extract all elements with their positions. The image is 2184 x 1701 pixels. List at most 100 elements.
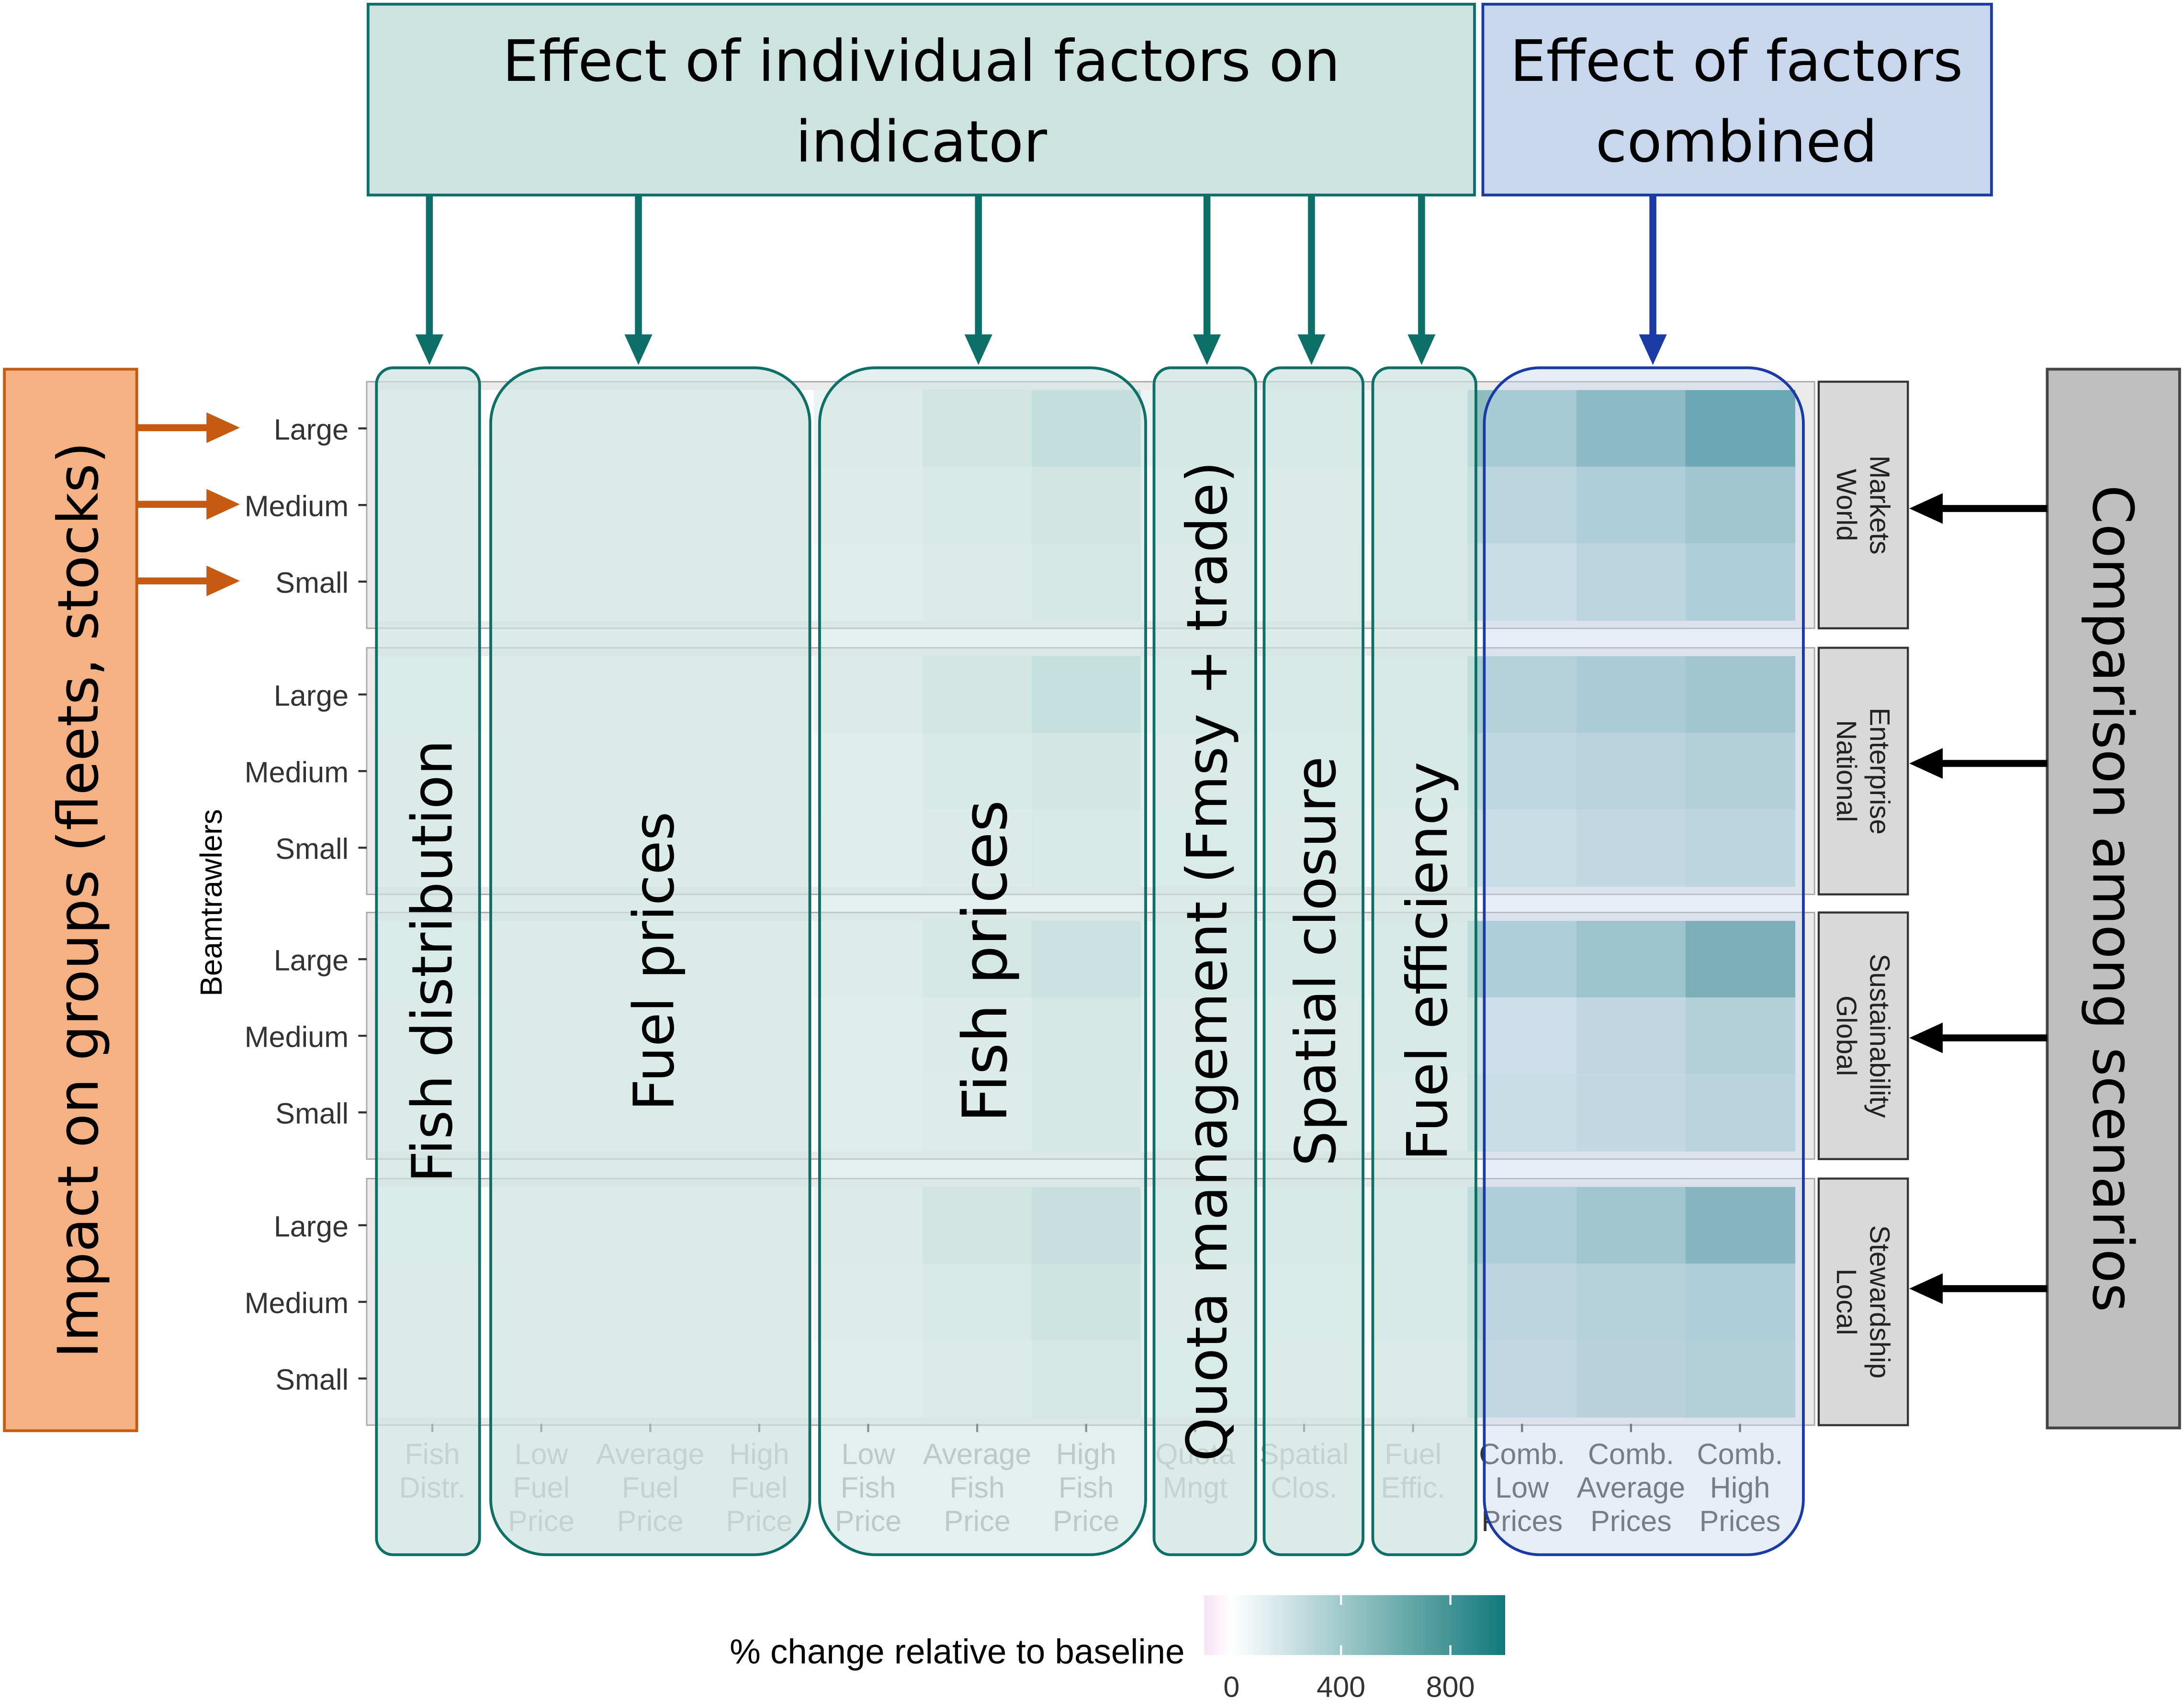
fleet-label: Large [274,413,349,446]
heatmap-cell [1576,467,1687,544]
fleet-label: Medium [245,1020,349,1053]
group-spatial-closure [1262,366,1365,1556]
arrow-down-icon [964,195,992,365]
scenario-strip-box [1817,647,1909,895]
heatmap-cell [1576,656,1687,734]
heatmap-cell [1685,1074,1796,1152]
scenario-strip-box [1817,1177,1909,1426]
arrow-left-icon [1909,748,2048,779]
heatmap-cell [1576,733,1687,810]
column-label: Comb. [1588,1438,1674,1470]
heatmap-cell [1467,543,1577,621]
heatmap-cell [1685,733,1796,810]
heatmap-cell [1467,733,1577,810]
legend-title: % change relative to baseline [730,1632,1184,1671]
heatmap-cell [1685,1264,1796,1341]
heatmap-cell [1576,1074,1687,1152]
legend-tick-label: 800 [1426,1670,1475,1701]
group-fuel-prices [489,366,811,1556]
group-combined [1483,366,1805,1556]
heatmap-cell [1467,1264,1577,1341]
column-label: Average [1577,1471,1686,1504]
header-combined-line2: combined [1596,109,1878,176]
fleet-label: Large [274,1210,349,1242]
factor-label-fuel-efficiency: Fuel efficiency [1396,761,1460,1161]
factor-label-spatial-closure: Spatial closure [1284,756,1349,1166]
arrow-left-icon [1909,1022,2048,1053]
header: Effect of individual factors on indicato… [366,2,1993,197]
header-arrows [415,195,1667,365]
heatmap-cell [1467,390,1577,468]
fleet-label: Large [274,679,349,712]
heatmap-cell [1685,809,1796,887]
heatmap-cell [1576,1264,1687,1341]
group-fish-prices [818,366,1147,1556]
heatmap-cell [1576,1186,1687,1265]
heatmap-cell [1576,543,1687,621]
right-side-panel: Comparison among scenarios [1909,368,2181,1430]
scenario-strip-box [1817,380,1909,629]
scenario-strip-word: National [1831,720,1862,822]
left-side-panel: Impact on groups (fleets, stocks) [3,368,240,1432]
factor-group-overlays [375,366,1805,1556]
arrow-down-icon [415,195,444,365]
heatmap-cell [1576,920,1687,998]
heatmap-cell [1685,997,1796,1075]
heatmap-cell [1467,1074,1577,1152]
fleet-labels: LargeMediumSmallLargeMediumSmallLargeMed… [245,413,367,1396]
heatmap-cell [1685,390,1796,468]
fleet-label: Small [275,1363,349,1396]
fleet-label: Medium [245,1287,349,1319]
arrow-down-icon [1193,195,1221,365]
arrow-right-icon [136,489,240,520]
fleet-label: Large [274,944,349,976]
heatmap-cell [1467,656,1577,734]
scenario-strip-word: Local [1831,1268,1862,1335]
column-label: Prices [1590,1505,1672,1537]
arrow-down-icon [624,195,653,365]
heatmap-cell [1685,920,1796,998]
scenario-strip-word: Stewardship [1864,1225,1895,1378]
column-label: Comb. [1479,1438,1565,1470]
legend-tick-label: 400 [1317,1670,1365,1701]
right-side-box [2046,368,2181,1430]
legend-colorbar [1204,1595,1506,1655]
heatmap-cell [1576,809,1687,887]
heatmap-cell [1685,543,1796,621]
y-axis-title: Beamtrawlers [194,809,228,996]
column-label: High [1710,1471,1770,1504]
heatmap-cell [1467,1186,1577,1265]
scenario-strip-word: Enterprise [1864,707,1895,834]
heatmap-cell [1685,656,1796,734]
column-label: Comb. [1697,1438,1783,1470]
left-side-box [3,368,138,1432]
heatmap-cell [1576,1340,1687,1418]
fleet-label: Medium [245,490,349,522]
factor-label-fish-prices: Fish prices [950,800,1021,1122]
heatmap-cell [1685,467,1796,544]
heatmap-cell [1467,1340,1577,1418]
scenario-strip-word: World [1831,469,1862,541]
group-fish-distribution [375,366,481,1556]
heatmap-cell [1467,809,1577,887]
header-combined-box [1481,2,1993,197]
scenario-strip-box [1817,911,1909,1160]
fleet-label: Small [275,832,349,865]
heatmap-cell [1467,997,1577,1075]
header-individual-line2: indicator [796,109,1047,176]
heatmap-cell [1467,920,1577,998]
heatmap-cell [1576,997,1687,1075]
factor-label-fuel-prices: Fuel prices [622,812,687,1111]
arrow-down-icon [1407,195,1436,365]
fleet-label: Small [275,1097,349,1130]
legend-tick-label: 0 [1223,1670,1239,1701]
group-fuel-efficiency [1371,366,1477,1556]
legend: % change relative to baseline 0 400 800 [730,1595,1506,1701]
header-individual-box [366,2,1476,197]
arrow-left-icon [1909,1273,2048,1304]
right-side-label: Comparison among scenarios [2080,485,2144,1312]
factor-label-quota-management: Quota management (Fmsy + trade) [1175,461,1240,1461]
